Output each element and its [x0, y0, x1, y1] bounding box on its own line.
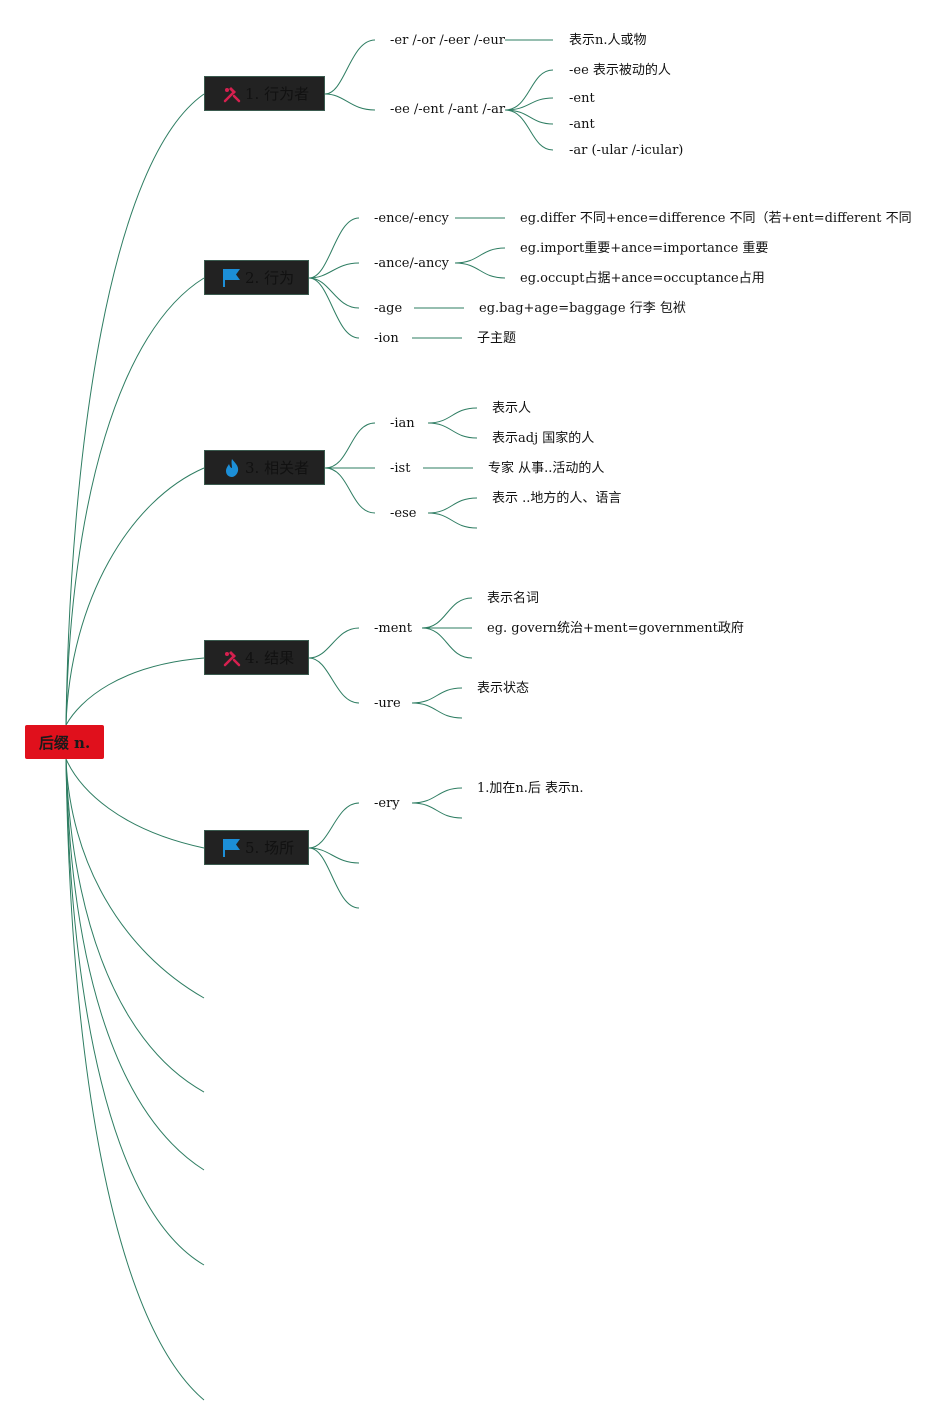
node-ance-1[interactable]: eg.import重要+ance=importance 重要: [520, 241, 769, 256]
node-ment-2[interactable]: eg. govern统治+ment=government政府: [487, 621, 744, 636]
node-ure[interactable]: -ure: [374, 696, 401, 711]
node-er-note[interactable]: 表示n.人或物: [569, 33, 647, 48]
node-ese-1[interactable]: 表示 ..地方的人、语言: [492, 491, 622, 506]
node-ee-3[interactable]: -ant: [569, 117, 595, 132]
topic-action[interactable]: 2. 行为: [204, 260, 309, 295]
topic-label: 1. 行为者: [245, 85, 310, 103]
node-ist-note[interactable]: 专家 从事..活动的人: [488, 461, 605, 476]
topic-label: 3. 相关者: [245, 459, 310, 477]
flag-icon: [222, 268, 242, 288]
topic-label: 2. 行为: [245, 269, 295, 287]
node-age-note[interactable]: eg.bag+age=baggage 行李 包袱: [479, 301, 686, 316]
flag-icon: [222, 838, 242, 858]
node-er[interactable]: -er /-or /-eer /-eur: [390, 33, 505, 48]
tools-icon: [222, 84, 242, 104]
node-ion-note[interactable]: 子主题: [477, 331, 517, 346]
node-ee[interactable]: -ee /-ent /-ant /-ar: [390, 102, 506, 117]
node-ee-4[interactable]: -ar (-ular /-icular): [569, 143, 684, 158]
node-ence[interactable]: -ence/-ency: [374, 211, 449, 226]
node-ment-1[interactable]: 表示名词: [487, 591, 540, 606]
node-ist[interactable]: -ist: [390, 461, 411, 476]
node-ery-1[interactable]: 1.加在n.后 表示n.: [477, 781, 584, 796]
node-ure-1[interactable]: 表示状态: [477, 681, 530, 696]
topic-doer[interactable]: 1. 行为者: [204, 76, 325, 111]
node-ian-1[interactable]: 表示人: [492, 401, 532, 416]
node-ian[interactable]: -ian: [390, 416, 415, 431]
node-ian-2[interactable]: 表示adj 国家的人: [492, 431, 595, 446]
node-age[interactable]: -age: [374, 301, 403, 316]
topic-place[interactable]: 5. 场所: [204, 830, 309, 865]
topic-result[interactable]: 4. 结果: [204, 640, 309, 675]
node-ery[interactable]: -ery: [374, 796, 400, 811]
root-label: 后缀 n.: [38, 733, 91, 752]
tools-icon: [222, 648, 242, 668]
node-ence-note[interactable]: eg.differ 不同+ence=difference 不同（若+ent=di…: [520, 211, 912, 226]
fire-icon: [222, 458, 242, 478]
node-ance-2[interactable]: eg.occupt占据+ance=occuptance占用: [520, 271, 765, 286]
node-ee-1[interactable]: -ee 表示被动的人: [569, 63, 671, 78]
node-ee-2[interactable]: -ent: [569, 91, 595, 106]
topic-label: 5. 场所: [245, 839, 295, 857]
node-ion[interactable]: -ion: [374, 331, 399, 346]
topic-label: 4. 结果: [245, 649, 295, 667]
root-topic[interactable]: 后缀 n.: [25, 725, 104, 759]
node-ance[interactable]: -ance/-ancy: [374, 256, 450, 271]
topic-related-person[interactable]: 3. 相关者: [204, 450, 325, 485]
node-ment[interactable]: -ment: [374, 621, 413, 636]
node-ese[interactable]: -ese: [390, 506, 417, 521]
